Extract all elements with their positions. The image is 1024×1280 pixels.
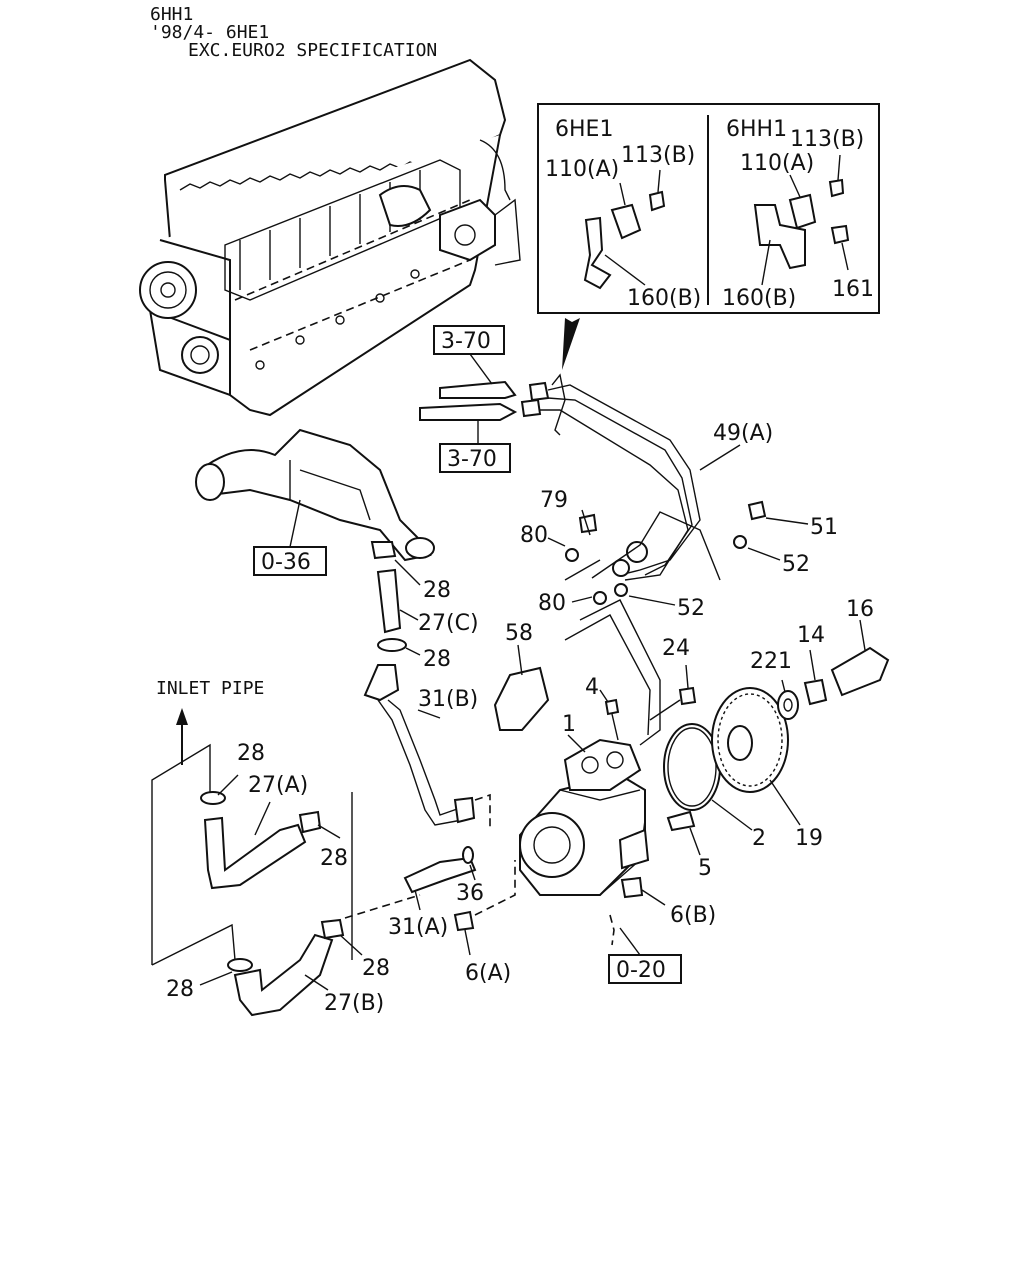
ref-box-0-20: 0-20 <box>608 954 682 984</box>
bolt-51 <box>747 500 767 521</box>
label-28-f: 28 <box>166 977 194 1002</box>
label-79: 79 <box>540 488 568 513</box>
pipe-31a-group <box>403 846 516 956</box>
bolt-79 <box>578 513 598 534</box>
inlet-arrow <box>176 708 188 765</box>
header-line-3: EXC.EURO2 SPECIFICATION <box>188 40 437 61</box>
svg-text:0-36: 0-36 <box>261 550 311 575</box>
label-6a: 6(A) <box>465 961 511 986</box>
clip-110a-right <box>788 193 817 230</box>
clamp-28-f <box>227 958 253 972</box>
ref-box-3-70-b: 3-70 <box>439 443 511 473</box>
label-80-b: 80 <box>538 591 566 616</box>
label-4: 4 <box>585 675 599 700</box>
clamp-28-c <box>200 791 226 805</box>
label-27a: 27(A) <box>248 773 308 798</box>
label-28-d: 28 <box>320 846 348 871</box>
label-16: 16 <box>846 597 874 622</box>
hose-27c <box>370 541 421 656</box>
washer-80a <box>565 548 579 562</box>
label-221: 221 <box>750 649 792 674</box>
label-52-b: 52 <box>677 596 705 621</box>
label-28-a: 28 <box>423 578 451 603</box>
label-31b: 31(B) <box>418 687 478 712</box>
label-14: 14 <box>797 623 825 648</box>
label-24: 24 <box>662 636 690 661</box>
hose-27a <box>203 816 307 890</box>
nut-6b <box>620 876 644 899</box>
label-51: 51 <box>810 515 838 540</box>
injector-nozzles <box>419 353 518 444</box>
bolt-5 <box>666 810 701 856</box>
svg-text:3-70: 3-70 <box>441 329 491 354</box>
label-28-e: 28 <box>362 956 390 981</box>
label-19: 19 <box>795 826 823 851</box>
inset-pointer-arrow <box>562 318 580 370</box>
label-28-b: 28 <box>423 647 451 672</box>
label-27c: 27(C) <box>418 611 479 636</box>
inset-right-label-161: 161 <box>832 277 874 302</box>
washer-52b <box>614 583 628 597</box>
ref-box-0-36: 0-36 <box>253 546 327 576</box>
injection-pipe-49a <box>520 373 741 581</box>
banjo-fittings <box>547 500 809 606</box>
inset-left-label-110a: 110(A) <box>545 157 619 182</box>
inset-right-title: 6HH1 <box>726 117 787 142</box>
washer-52a <box>733 535 747 549</box>
label-2: 2 <box>752 826 766 851</box>
inset-right-label-160b: 160(B) <box>722 286 796 311</box>
bracket-160b-right <box>753 204 806 270</box>
bracket-160b-left <box>583 216 612 290</box>
inset-right-label-110a: 110(A) <box>740 151 814 176</box>
label-58: 58 <box>505 621 533 646</box>
clamp-28-a <box>370 541 397 560</box>
hose-27b <box>233 933 334 1017</box>
clamp-28-b <box>377 638 407 652</box>
pipe-31b <box>363 664 491 830</box>
washer-80b <box>593 591 607 605</box>
label-80-a: 80 <box>520 523 548 548</box>
oil-cooler-pipe <box>195 428 435 562</box>
label-36: 36 <box>456 881 484 906</box>
label-27b: 27(B) <box>324 991 384 1016</box>
inset-left-label-160b: 160(B) <box>627 286 701 311</box>
label-1: 1 <box>562 712 576 737</box>
inset-left-label-113b: 113(B) <box>621 143 695 168</box>
gear-19 <box>711 687 801 826</box>
label-6b: 6(B) <box>670 903 716 928</box>
nut-14 <box>803 649 828 706</box>
label-28-c: 28 <box>237 741 265 766</box>
inlet-hoses <box>151 743 421 1017</box>
header-line-1: 6HH1 <box>150 4 193 25</box>
nut-6a <box>453 910 475 932</box>
oring-36 <box>462 846 474 864</box>
bolt-24 <box>649 664 697 721</box>
key-4 <box>599 689 620 741</box>
label-52-a: 52 <box>782 552 810 577</box>
label-5: 5 <box>698 856 712 881</box>
inset-right-label-113b: 113(B) <box>790 127 864 152</box>
inset-left-title: 6HE1 <box>555 117 613 142</box>
svg-text:3-70: 3-70 <box>447 447 497 472</box>
injection-pump-1 <box>519 599 666 956</box>
clip-110a-left <box>610 203 642 240</box>
label-49a: 49(A) <box>713 421 773 446</box>
clamp-28-d <box>298 810 322 834</box>
label-31a: 31(A) <box>388 915 448 940</box>
svg-text:0-20: 0-20 <box>616 958 666 983</box>
bracket-58 <box>493 644 550 731</box>
ref-box-3-70-a: 3-70 <box>433 325 505 355</box>
sensor-16 <box>830 619 890 697</box>
clamp-28-e <box>320 918 345 940</box>
header-line-2: '98/4- 6HE1 <box>150 22 269 43</box>
inlet-pipe-label: INLET PIPE <box>156 678 264 699</box>
inset-box: 6HE1 6HH1 113(B) 110(A) 160(B) 113(B) 11… <box>537 103 880 314</box>
washer-221 <box>777 679 799 720</box>
engine-block <box>139 58 521 417</box>
